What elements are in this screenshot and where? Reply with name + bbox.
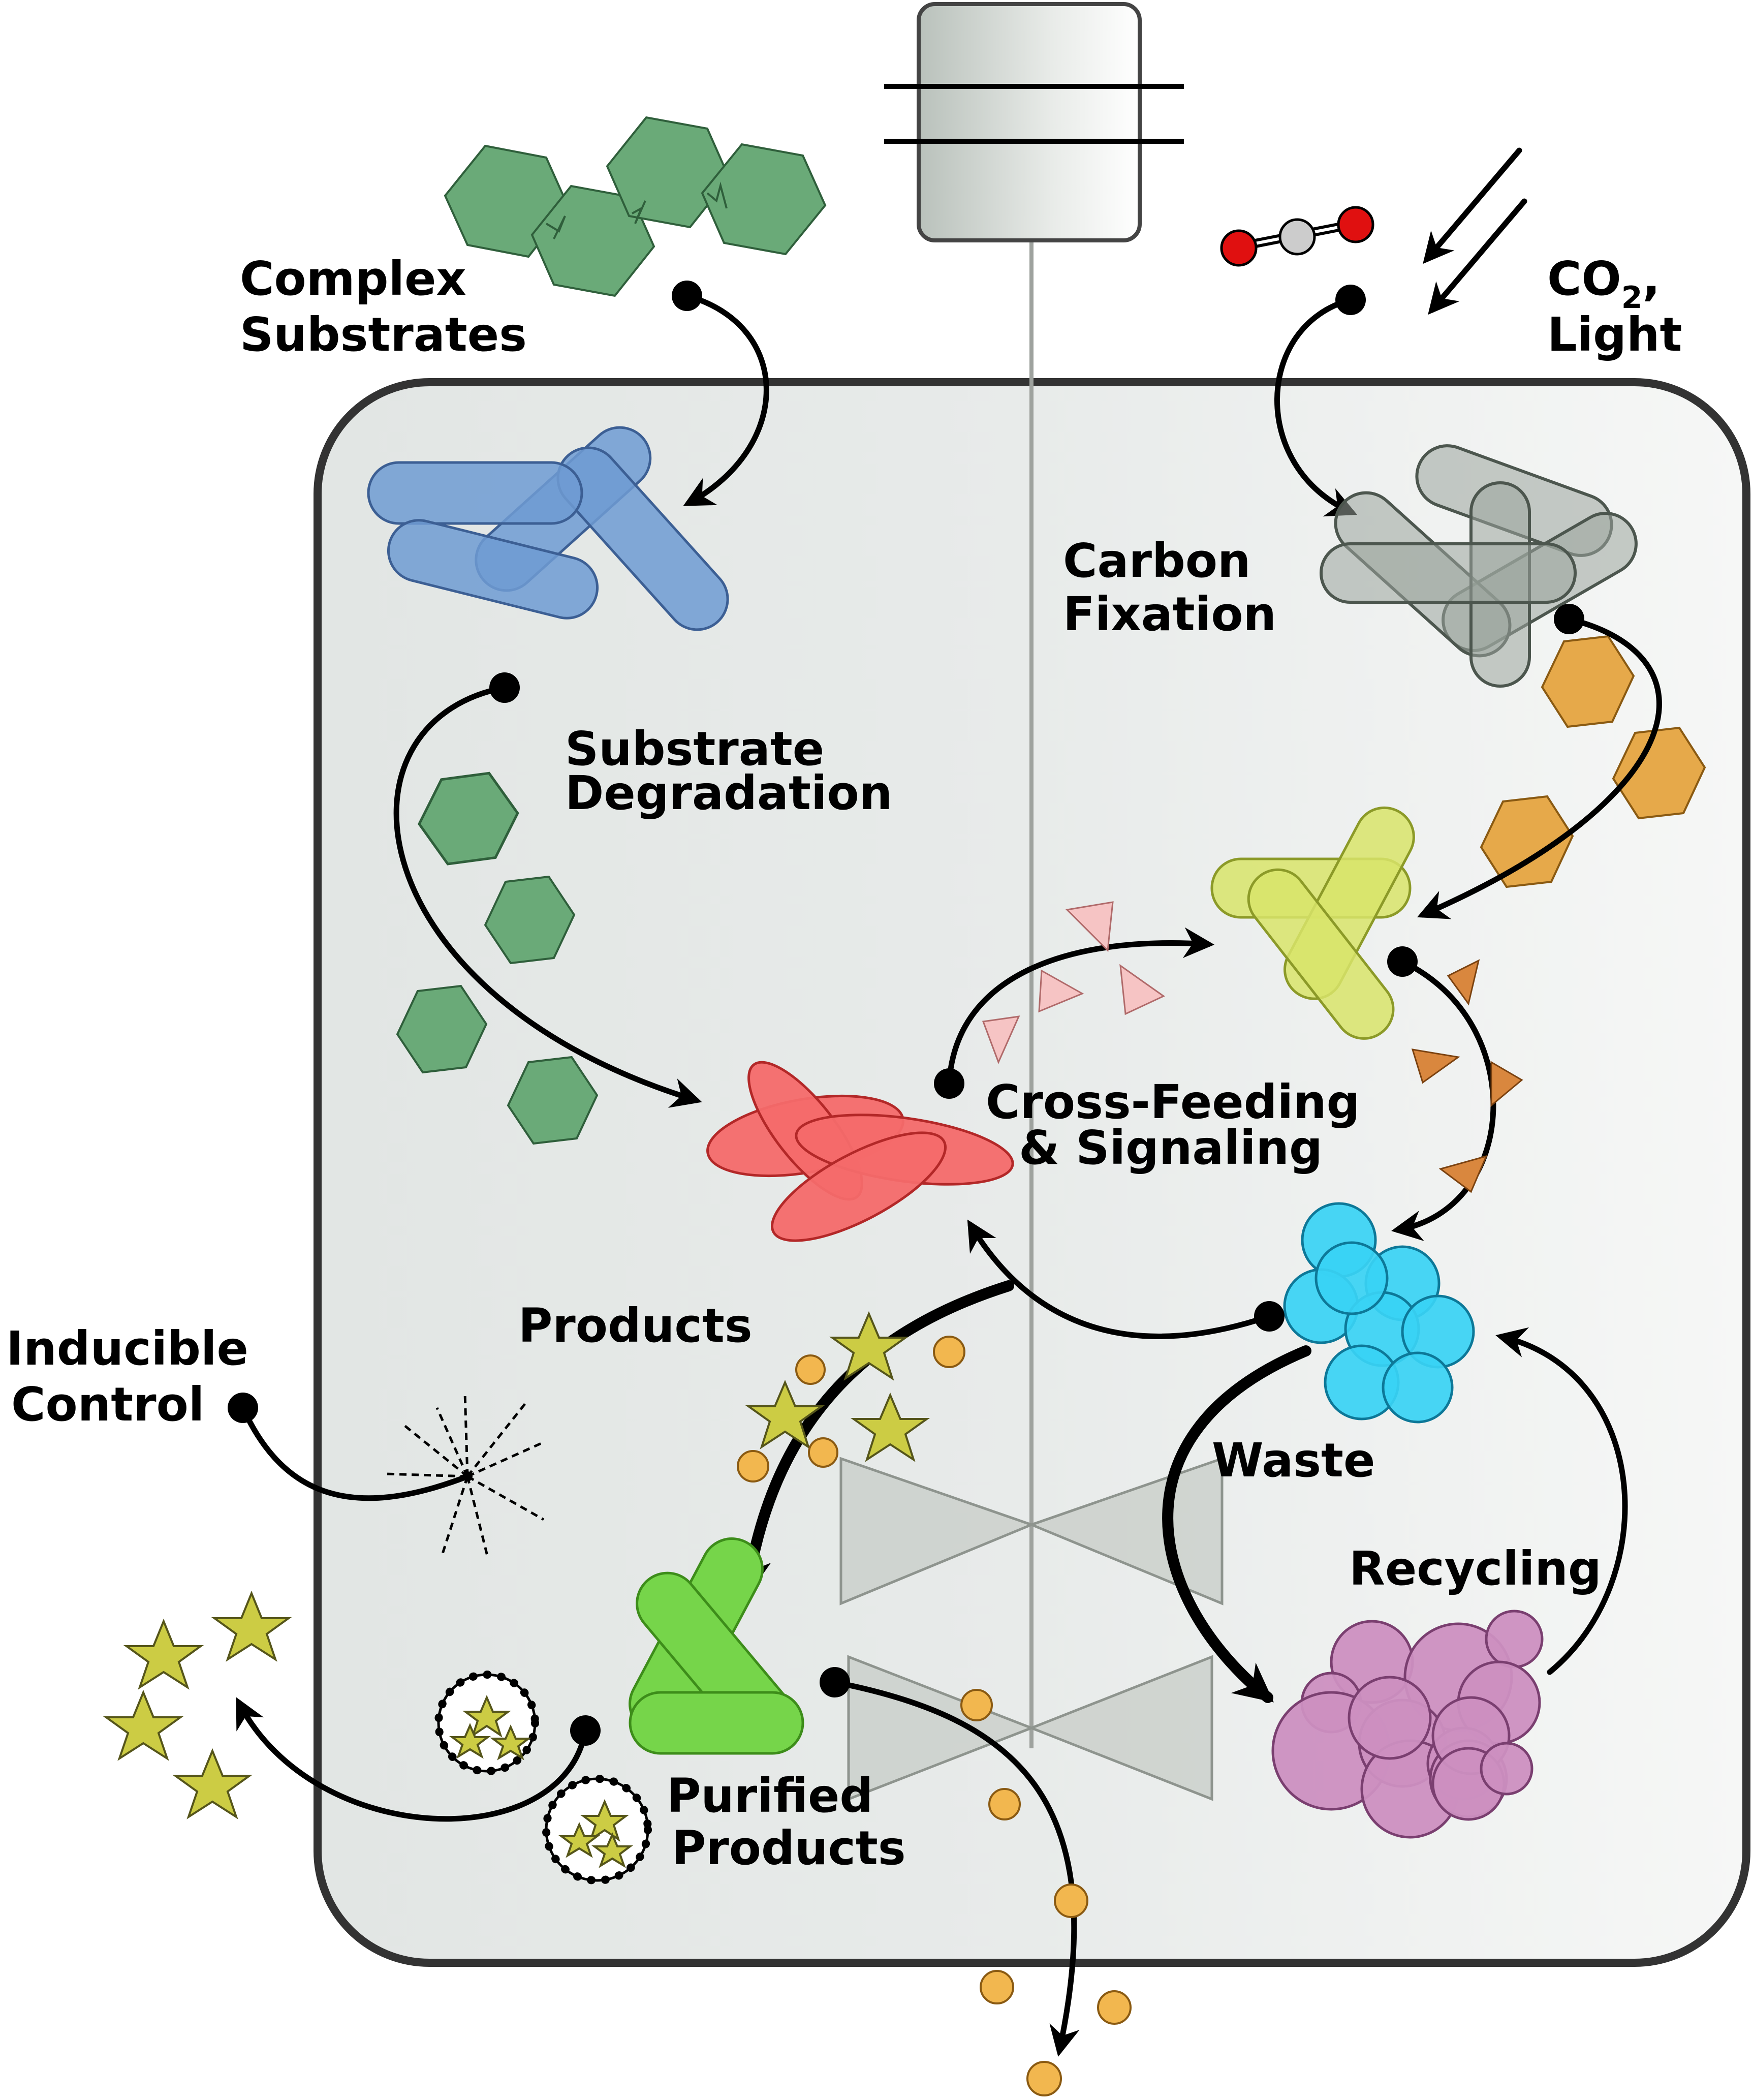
substrate-degradation-label: Substrate Degradation xyxy=(565,722,892,820)
bottom-export-arrow xyxy=(832,1679,1080,2057)
exported-product-circles xyxy=(960,1689,1132,2096)
product-stars xyxy=(745,1311,930,1462)
signal-molecules xyxy=(982,901,1165,1064)
yellow-partner-cells xyxy=(1210,806,1415,1040)
metabolite-exchange-arrow xyxy=(1391,959,1496,1241)
substrate-uptake-arrow xyxy=(683,293,769,506)
export-arrow xyxy=(236,1697,588,1822)
degraded-substrate-hexagons xyxy=(396,771,599,1145)
products-return-arrow xyxy=(967,1219,1272,1339)
inducible-control-label: Inducible Control xyxy=(6,1321,265,1432)
cyan-coccus-cluster xyxy=(1283,1202,1475,1424)
co2-molecule-icon xyxy=(1220,206,1374,267)
inducer-center xyxy=(462,1471,473,1481)
light-label: Light xyxy=(1547,307,1682,362)
complex-substrates-label: Complex Substrates xyxy=(240,252,527,362)
recycling-arrow xyxy=(1495,1327,1628,1675)
signaling-arrow xyxy=(946,927,1215,1087)
cross-feeding-label: Cross-Feeding & Signaling xyxy=(986,1075,1376,1175)
exchanged-metabolites xyxy=(1411,959,1523,1193)
waste-arrow xyxy=(1162,1345,1311,1703)
blue-degrader-cells xyxy=(367,426,729,631)
light-arrows-icon xyxy=(1423,147,1527,315)
fixed-carbon-hexagons xyxy=(1480,635,1706,888)
degradation-arrow xyxy=(393,685,702,1108)
carbon-fixation-label: Carbon Fixation xyxy=(1063,534,1276,641)
inducer-line xyxy=(240,1405,471,1501)
co2-light-label: CO2, xyxy=(1547,252,1660,316)
green-producer-cells xyxy=(629,1537,804,1755)
exported-product-stars xyxy=(103,1590,292,1819)
fixed-carbon-arrow xyxy=(1417,616,1662,919)
red-cross-feeding-cells xyxy=(706,1061,1014,1242)
product-circles xyxy=(737,1336,965,1483)
complex-substrate-chain xyxy=(444,116,827,297)
products-flow-arrow xyxy=(732,1280,1014,1599)
stirrer-motor-icon xyxy=(884,2,1184,242)
vesicle-icon xyxy=(542,1775,652,1885)
vesicle-icon xyxy=(434,1671,539,1775)
pink-coccus-cluster xyxy=(1271,1610,1544,1839)
recycling-label: Recycling xyxy=(1349,1541,1602,1596)
inducer-burst-icon xyxy=(386,1392,545,1558)
purified-products-label: Purified Products xyxy=(667,1769,906,1875)
co2-uptake-arrow xyxy=(1274,297,1358,517)
waste-label: Waste xyxy=(1212,1433,1375,1488)
products-label: Products xyxy=(518,1299,753,1353)
grey-carbon-fixer-cells xyxy=(1320,444,1638,688)
